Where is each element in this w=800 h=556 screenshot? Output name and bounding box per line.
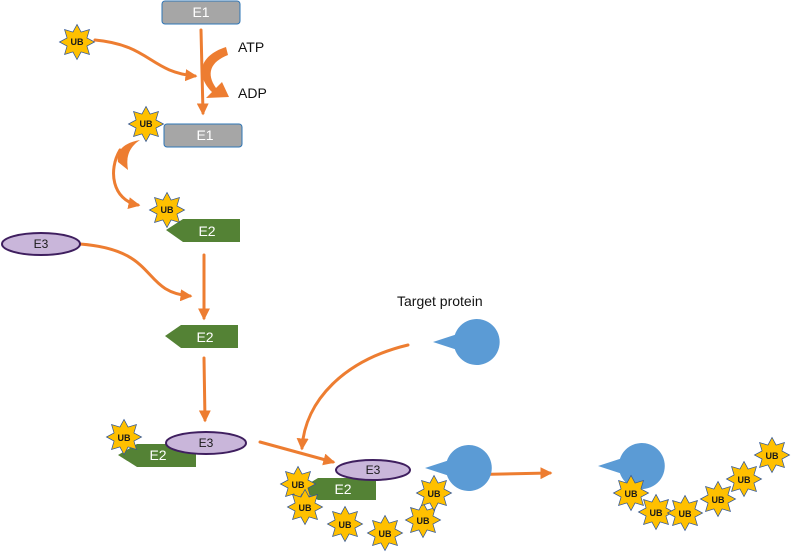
ub-label: UB (679, 509, 692, 519)
e3-shape (1, 232, 81, 256)
arrow-e1ub-curve-head (117, 140, 140, 170)
e2-label: E2 (198, 223, 215, 239)
ub-label: UB (625, 489, 638, 499)
e3-shape (165, 431, 247, 455)
ub-label: UB (71, 37, 84, 47)
ub-label: UB (299, 503, 312, 513)
e2-ub-e3-complex: E2 UB E3 (106, 419, 247, 467)
e3-shape (335, 459, 411, 481)
e3-label: E3 (366, 463, 381, 477)
arrows (78, 28, 553, 480)
target-protein-icon (433, 319, 500, 365)
e2-label: E2 (196, 329, 213, 345)
e1-top: E1 (161, 0, 241, 25)
ligation-complex: E2 E3 UB UB UB UB UB UB (280, 445, 492, 551)
ub-free: UB (59, 24, 95, 60)
e1-box (161, 0, 241, 25)
arrow-e2-down-2 (198, 356, 211, 423)
e3-label: E3 (34, 237, 49, 251)
ub-label: UB (428, 489, 441, 499)
e2-shape (300, 478, 376, 500)
ub-label: UB (379, 529, 392, 539)
ub-label: UB (140, 119, 153, 129)
arrow-target-to-complex (296, 343, 410, 451)
e1-label: E1 (192, 4, 209, 20)
ub-label: UB (650, 508, 663, 518)
arrow-to-complex (258, 440, 336, 466)
polyubiquitinated-target: UB UB UB UB UB UB (598, 437, 790, 531)
e3-free: E3 (1, 232, 81, 256)
ub-label: UB (766, 451, 779, 461)
adp-label: ADP (238, 85, 267, 101)
target-protein-icon (598, 443, 665, 489)
atp-adp-flow (201, 47, 229, 98)
arrow-ub-to-e1 (93, 38, 198, 82)
ub-label: UB (339, 520, 352, 530)
ub-label: UB (161, 205, 174, 215)
e2-shape (166, 219, 240, 242)
e2-ub-complex: E2 UB (149, 192, 240, 242)
e2-shape (165, 325, 238, 348)
e2-label: E2 (149, 447, 166, 463)
ub-label: UB (417, 516, 430, 526)
atp-label: ATP (238, 39, 264, 55)
e2-label: E2 (334, 481, 351, 497)
arrow-e3-to-e2 (78, 242, 193, 302)
ub-label: UB (738, 475, 751, 485)
ub-label: UB (712, 495, 725, 505)
e1-ub-complex: E1 UB (128, 106, 243, 148)
target-protein-label: Target protein (397, 293, 483, 309)
ub-label: UB (292, 480, 305, 490)
e2-alone: E2 (165, 325, 238, 348)
target-protein-icon (425, 445, 492, 492)
e1-label: E1 (196, 127, 213, 143)
arrow-e1ub-to-e2 (112, 148, 141, 210)
e3-label: E3 (199, 436, 214, 450)
e1-box (163, 123, 243, 148)
ub-label: UB (118, 433, 131, 443)
